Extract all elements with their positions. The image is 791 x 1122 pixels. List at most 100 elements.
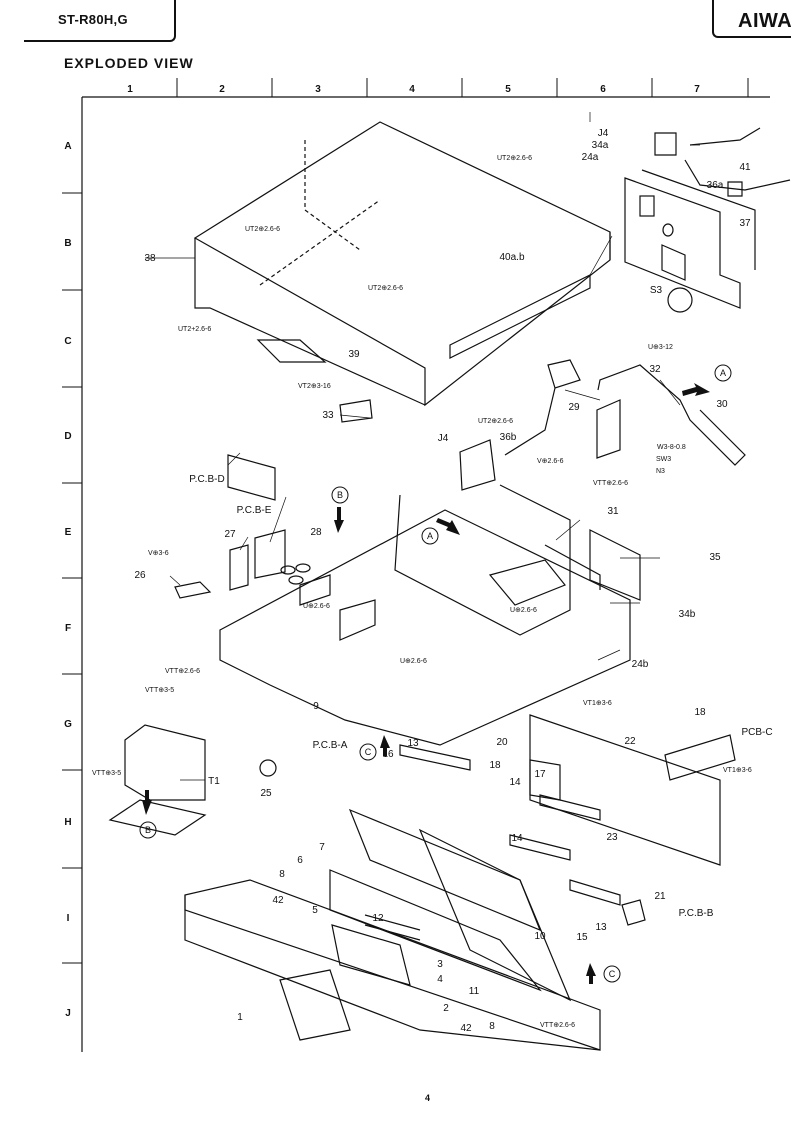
ac-inlet-j4: [654, 132, 677, 156]
marker-b1: B: [337, 490, 343, 500]
part-label-pcbd: P.C.B-D: [189, 474, 224, 485]
part-label-s3: S3: [650, 285, 663, 296]
connector-36b: [504, 359, 581, 456]
reference-marker-circles: [139, 364, 732, 983]
part-label-p12: 12: [372, 913, 384, 924]
screw-label-s2: UT2⊕2.6-6: [245, 226, 280, 233]
transformer-t1: [124, 724, 206, 801]
screw-label-s9: U⊕3-12: [648, 344, 673, 351]
part-label-p26: 26: [134, 570, 146, 581]
brand-header-box: [712, 0, 791, 38]
part-26: [174, 581, 212, 599]
grid-column-label: 7: [694, 84, 700, 95]
direction-arrows: [142, 383, 710, 984]
marker-c1: C: [365, 747, 372, 757]
screw-label-s10: W3-8-0.8: [657, 444, 686, 451]
screw-label-s7: V⊕2.6-6: [537, 458, 564, 465]
screw-label-s14: U⊕2.6-6: [303, 603, 330, 610]
part-20: [529, 759, 561, 801]
part-label-p14a: 14: [509, 777, 521, 788]
arrow-c-chassis: [380, 735, 390, 756]
part-label-p36a: 36a: [707, 180, 724, 191]
screw-label-s6: UT2⊕2.6-6: [478, 418, 513, 425]
grid-row-label: E: [65, 527, 72, 538]
screw-label-s20: VT1⊕3-6: [583, 700, 612, 707]
pcb-d: [227, 454, 276, 501]
part-label-p18b: 18: [489, 760, 501, 771]
front-assembly-10: [418, 828, 572, 1002]
part-label-j4b: J4: [438, 433, 449, 444]
grid-row-label: B: [64, 238, 71, 249]
part-label-p4: 4: [437, 974, 443, 985]
screw-label-s22: VTT⊕2.6-6: [540, 1022, 575, 1029]
part-label-p18a: 18: [694, 707, 706, 718]
part-label-p28: 28: [310, 527, 322, 538]
pcb-e: [254, 529, 286, 579]
part-label-pcbe: P.C.B-E: [237, 505, 272, 516]
part-label-p21: 21: [654, 891, 666, 902]
strain-relief-41: [727, 181, 743, 197]
part-label-p35: 35: [709, 552, 721, 563]
screw-label-s17: U⊕2.6-6: [400, 658, 427, 665]
screw-label-s12: N3: [656, 468, 665, 475]
part-label-pcba: P.C.B-A: [313, 740, 348, 751]
power-block: [488, 559, 566, 606]
arrow-b-chassis: [334, 507, 344, 533]
part-label-p10: 10: [534, 931, 546, 942]
power-cord-36a: [684, 127, 791, 191]
grid-column-label: 2: [219, 84, 225, 95]
part-label-pcbb: P.C.B-B: [679, 908, 714, 919]
screw-label-s1: UT2⊕2.6-6: [497, 155, 532, 162]
part-39: [256, 339, 327, 363]
arrow-b-transformer: [142, 790, 152, 815]
screw-label-s4: UT2+2.6-6: [178, 326, 211, 333]
part-label-p6: 6: [297, 855, 303, 866]
screw-label-s15: U⊕2.6-6: [510, 607, 537, 614]
part-label-p13b: 13: [595, 922, 607, 933]
part-label-p17: 17: [534, 769, 546, 780]
part-label-p23: 23: [606, 832, 618, 843]
arrow-a-rear: [682, 383, 710, 396]
rear-bracket: [394, 484, 571, 636]
part-label-p37: 37: [739, 218, 751, 229]
screw-label-s19: VTT⊕3-5: [92, 770, 121, 777]
page-number: 4: [425, 1093, 431, 1103]
button-bank-14: [509, 834, 571, 861]
grid-row-label: I: [67, 913, 70, 924]
part-label-p29: 29: [568, 402, 580, 413]
pcb-34b: [589, 529, 641, 601]
marker-c2: C: [609, 969, 616, 979]
grid-row-label: D: [64, 431, 71, 442]
screw-label-s16: VTT⊕2.6-6: [165, 668, 200, 675]
button-bank-17: [539, 794, 601, 821]
part-label-p34a: 34a: [592, 140, 609, 151]
part-label-p24a: 24a: [582, 152, 599, 163]
part-label-t1: T1: [208, 776, 220, 787]
screw-label-s13: V⊕3-6: [148, 550, 169, 557]
part-label-p22: 22: [624, 736, 636, 747]
grid-column-label: 3: [315, 84, 321, 95]
part-label-j4a: J4: [598, 128, 609, 139]
part-label-p8b: 8: [489, 1021, 495, 1032]
part-label-p39: 39: [348, 349, 360, 360]
button-bank-15: [569, 879, 621, 906]
part-label-p33: 33: [322, 410, 334, 421]
part-label-p42a: 42: [272, 895, 284, 906]
part-label-p16: 16: [382, 749, 394, 760]
arrow-c-front: [586, 963, 596, 984]
part-label-p40: 40a.b: [499, 252, 524, 263]
display-window: [279, 969, 351, 1041]
part-label-p7: 7: [319, 842, 325, 853]
part-label-p1: 1: [237, 1012, 243, 1023]
grid-column-label: 6: [600, 84, 606, 95]
outlet-j4: [459, 439, 496, 491]
part-label-p25: 25: [260, 788, 272, 799]
grid-row-label: A: [64, 141, 71, 152]
part-label-p9: 9: [313, 701, 319, 712]
part-label-p8a: 8: [279, 869, 285, 880]
marker-a1: A: [720, 368, 726, 378]
grid-column-label: 1: [127, 84, 133, 95]
screw-label-s8: VTT⊕2.6-6: [593, 480, 628, 487]
